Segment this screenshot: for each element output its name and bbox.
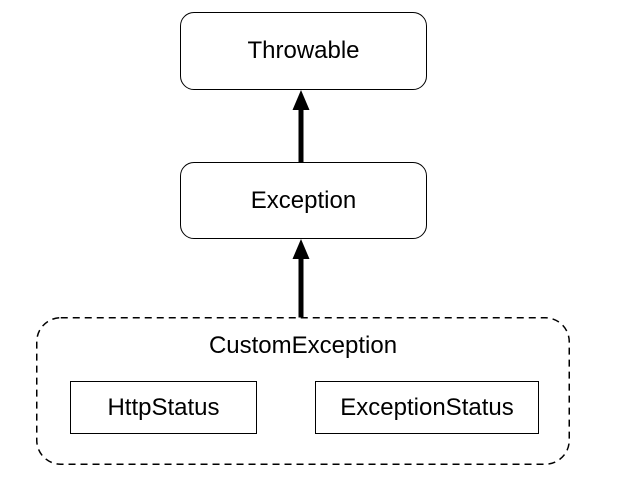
node-custom-exception: CustomException HttpStatus ExceptionStat… [36, 317, 570, 464]
arrow-custom-exception-to-exception [292, 239, 310, 318]
node-custom-exception-label: CustomException [208, 332, 398, 359]
node-exception: Exception [180, 162, 427, 239]
node-throwable: Throwable [180, 12, 427, 90]
arrow-head-icon [292, 90, 310, 110]
node-throwable-label: Throwable [247, 37, 360, 64]
node-exception-label: Exception [250, 186, 357, 214]
node-exception-status-label: ExceptionStatus [340, 393, 514, 421]
arrow-head-icon [292, 239, 310, 259]
node-exception-status: ExceptionStatus [315, 381, 539, 434]
arrow-exception-to-throwable [292, 90, 310, 162]
node-http-status-label: HttpStatus [107, 393, 220, 421]
node-http-status: HttpStatus [70, 381, 257, 434]
